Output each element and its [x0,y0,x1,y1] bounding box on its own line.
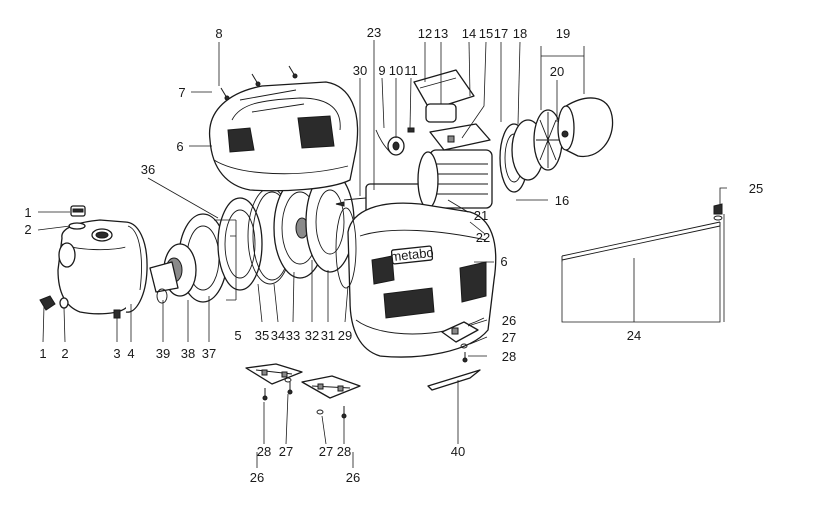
callout-1: 1 [39,346,46,361]
callout-30: 30 [353,63,367,78]
terminal-cover [413,69,475,111]
callout-37: 37 [202,346,216,361]
callout-27: 27 [502,330,516,345]
foot-right [441,321,479,343]
foot-left [245,363,303,385]
callout-18: 18 [513,26,527,41]
callout-25: 25 [749,181,763,196]
callout-8: 8 [215,26,222,41]
drain-seal-ring [59,297,69,309]
callout-23: 23 [367,25,381,40]
callout-27: 27 [319,444,333,459]
callout-20: 20 [550,64,564,79]
callout-1: 1 [24,205,31,220]
callout-19: 19 [556,26,570,41]
callout-21: 21 [474,208,488,223]
callout-40: 40 [451,444,465,459]
cable-set [561,221,721,262]
callout-29: 29 [338,328,352,343]
callout-2: 2 [61,346,68,361]
callout-39: 39 [156,346,170,361]
callout-27: 27 [279,444,293,459]
callout-34: 34 [271,328,285,343]
callout-28: 28 [257,444,271,459]
base-seal [335,207,357,289]
foot-washers [284,343,468,415]
cable-gland [387,136,405,156]
foot-middle [301,375,361,399]
terminal-box [429,123,491,151]
pump-housing [57,219,148,315]
cable-plug [713,203,723,221]
callout-3: 3 [113,346,120,361]
callout-26: 26 [502,313,516,328]
callout-26: 26 [346,470,360,485]
housing-screw [113,309,121,319]
callout-7: 7 [178,85,185,100]
o-ring-small [156,288,168,304]
callout-16: 16 [555,193,569,208]
callout-28: 28 [337,444,351,459]
callout-13: 13 [434,26,448,41]
callout-31: 31 [321,328,335,343]
callout-numbers: 1 2 1 2 3 4 5 6 6 7 8 9 10 11 12 13 14 1… [24,25,763,485]
callout-22: 22 [476,230,490,245]
motor-shaft [335,197,367,207]
callout-32: 32 [305,328,319,343]
drain-plug [39,295,56,311]
callout-28: 28 [502,349,516,364]
base-housing [347,202,497,358]
seal-housing [217,197,263,291]
capacitor [425,103,457,123]
callout-26: 26 [250,470,264,485]
brand-plate: metabo [390,245,435,265]
callout-14: 14 [462,26,476,41]
fan-cover [557,97,614,158]
shell-screws [220,65,298,101]
callout-5: 5 [234,328,241,343]
filler-plug [70,205,86,217]
ejector [149,261,179,293]
upper-shell [208,81,359,192]
callout-6: 6 [176,139,183,154]
callout-10: 10 [389,63,403,78]
callout-6: 6 [500,254,507,269]
cable-clamp [407,127,415,133]
callout-11: 11 [404,63,418,78]
brand-label: metabo [390,245,435,264]
callout-9: 9 [378,63,385,78]
callout-33: 33 [286,328,300,343]
leader-lines [37,40,727,468]
power-cable [375,129,391,153]
seal-strip [427,369,481,391]
callout-24: 24 [627,328,641,343]
callout-2: 2 [24,222,31,237]
fan-clip [561,130,569,138]
callout-35: 35 [255,328,269,343]
callout-4: 4 [127,346,134,361]
fan-wheel [533,109,563,171]
callout-36: 36 [141,162,155,177]
callout-17: 17 [494,26,508,41]
callout-12: 12 [418,26,432,41]
filler-seal-ring [68,222,86,230]
callout-15: 15 [479,26,493,41]
callout-38: 38 [181,346,195,361]
foot-screws [262,352,468,419]
